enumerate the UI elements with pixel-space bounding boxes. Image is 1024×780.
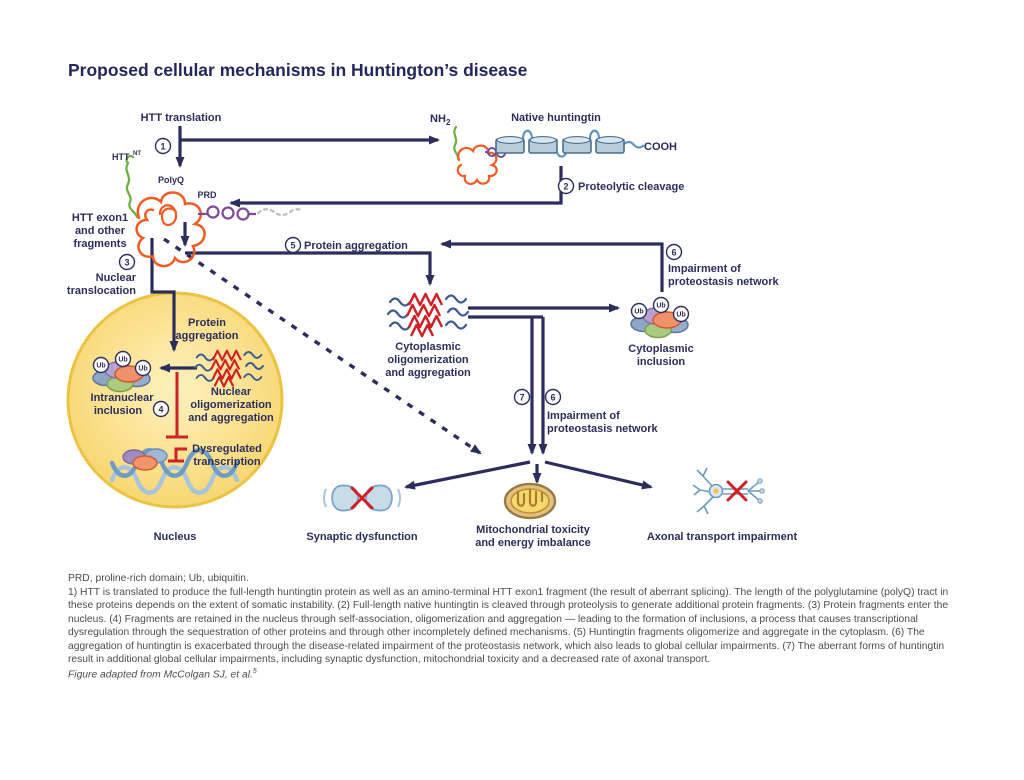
step-2-badge: 2: [557, 177, 575, 195]
native-huntingtin-icon: [453, 125, 645, 186]
nuclear-protein-aggregation-label-line2: aggregation: [176, 330, 239, 342]
page-title: Proposed cellular mechanisms in Huntingt…: [68, 60, 528, 80]
impairment-label-top-line1: Impairment of: [668, 263, 741, 275]
intranuclear-inclusion-label-line1: Intranuclear: [91, 392, 155, 404]
nuclear-oligomerization-label-line3: and aggregation: [188, 412, 274, 424]
citation-line: Figure adapted from McColgan SJ, et al.5: [68, 667, 970, 682]
dysregulated-transcription-label-line2: transcription: [193, 456, 261, 468]
cytoplasmic-inclusion-label-line2: inclusion: [637, 356, 686, 368]
cytoplasmic-oligomerization-label-line3: and aggregation: [385, 367, 471, 379]
nuclear-protein-aggregation-label-line1: Protein: [188, 317, 226, 329]
svg-text:7: 7: [519, 392, 524, 402]
htt-nt-tail: [125, 154, 139, 219]
svg-text:6: 6: [671, 247, 676, 257]
cytoplasmic-aggregate-icon: [386, 292, 470, 338]
svg-text:4: 4: [158, 404, 163, 414]
htt-nt-label: HTT: [112, 152, 130, 162]
cooh-label: COOH: [644, 141, 677, 153]
nh2-subscript: 2: [446, 118, 451, 127]
inhibition-lines: [166, 372, 188, 463]
impairment-label-mid-line1: Impairment of: [547, 410, 620, 422]
svg-text:5: 5: [290, 240, 295, 250]
intranuclear-inclusion-icon: Ub Ub Ub: [92, 350, 152, 393]
svg-text:2: 2: [563, 181, 568, 191]
prd-coil: [206, 205, 220, 219]
ub-label: Ub: [138, 366, 147, 373]
protein-aggregation-label: Protein aggregation: [304, 240, 408, 252]
step-badges: 1 2 3 4 5 6 7 6: [118, 137, 683, 418]
cytoplasmic-inclusion-icon: Ub Ub Ub: [630, 296, 690, 339]
step-4-badge: 4: [152, 400, 170, 418]
mitochondrial-toxicity-label-line2: and energy imbalance: [475, 537, 591, 549]
dysregulated-transcription-label-line1: Dysregulated: [192, 443, 262, 455]
mitochondria-icon: [503, 482, 557, 520]
cytoplasmic-oligomerization-label-line1: Cytoplasmic: [395, 341, 460, 353]
synaptic-dysfunction-label: Synaptic dysfunction: [306, 531, 418, 543]
htt-translation-label: HTT translation: [141, 112, 222, 124]
ub-label: Ub: [634, 309, 643, 316]
step-5-badge: 5: [284, 236, 302, 254]
diagram-labels: HTT translation NH 2 Native huntingtin C…: [67, 112, 798, 549]
nuclear-translocation-label-line2: translocation: [67, 285, 136, 297]
ub-label: Ub: [656, 303, 665, 310]
step-3-badge: 3: [118, 253, 136, 271]
htt-exon1-label-line2: and other: [75, 225, 126, 237]
mitochondrial-toxicity-label-line1: Mitochondrial toxicity: [476, 524, 591, 536]
ub-label: Ub: [676, 312, 685, 319]
nucleus-label: Nucleus: [154, 531, 197, 543]
synapse-icon: [323, 484, 401, 512]
svg-text:3: 3: [124, 257, 129, 267]
step-7-badge: 7: [513, 388, 531, 406]
cytoplasmic-inclusion-label-line1: Cytoplasmic: [628, 343, 693, 355]
nuclear-oligomerization-label-line1: Nuclear: [211, 386, 252, 398]
polyq-label: PolyQ: [158, 175, 184, 185]
nuclear-oligomerization-label-line2: oligomerization: [190, 399, 272, 411]
htt-exon1-label-line3: fragments: [73, 238, 126, 250]
htt-nt-superscript: NT: [133, 151, 141, 157]
red-x-icon: [350, 486, 374, 510]
htt-exon1-fragment-icon: [125, 154, 305, 268]
htt-exon1-label-line1: HTT exon1: [72, 212, 128, 224]
ub-label: Ub: [118, 357, 127, 364]
step-1-badge: 1: [154, 137, 172, 155]
cytoplasmic-oligomerization-label-line2: oligomerization: [387, 354, 469, 366]
axonal-transport-label: Axonal transport impairment: [647, 531, 798, 543]
polyq-tangle: [135, 191, 206, 268]
red-x-icon: [726, 480, 748, 502]
dna-helix-icon: [109, 448, 240, 495]
abbreviations-line: PRD, proline-rich domain; Ub, ubiquitin.: [68, 573, 249, 584]
impairment-label-top-line2: proteostasis network: [668, 276, 780, 288]
cleaved-remainder-dashed: [256, 208, 305, 217]
ub-label: Ub: [96, 363, 105, 370]
svg-text:6: 6: [550, 392, 555, 402]
step-6-badge-top: 6: [665, 243, 683, 261]
cristae: [516, 488, 544, 507]
svg-text:1: 1: [160, 141, 165, 151]
proteolytic-cleavage-label: Proteolytic cleavage: [578, 181, 684, 193]
citation-superscript: 5: [252, 668, 257, 676]
figure-footnotes: PRD, proline-rich domain; Ub, ubiquitin.…: [68, 572, 970, 682]
footnote-body: 1) HTT is translated to produce the full…: [68, 586, 949, 666]
neuron-axon-icon: [692, 467, 765, 515]
native-huntingtin-label: Native huntingtin: [511, 112, 601, 124]
impairment-label-mid-line2: proteostasis network: [547, 423, 659, 435]
nh2-label: NH: [430, 113, 446, 125]
heat-repeat-cylinders: [495, 136, 625, 154]
intranuclear-inclusion-label-line2: inclusion: [94, 405, 143, 417]
citation-text: Figure adapted from McColgan SJ, et al.: [68, 669, 253, 681]
step-6-badge-mid: 6: [544, 388, 562, 406]
prd-label: PRD: [197, 190, 217, 200]
nuclear-translocation-label-line1: Nuclear: [96, 272, 137, 284]
pathway-arrows: [150, 126, 664, 490]
